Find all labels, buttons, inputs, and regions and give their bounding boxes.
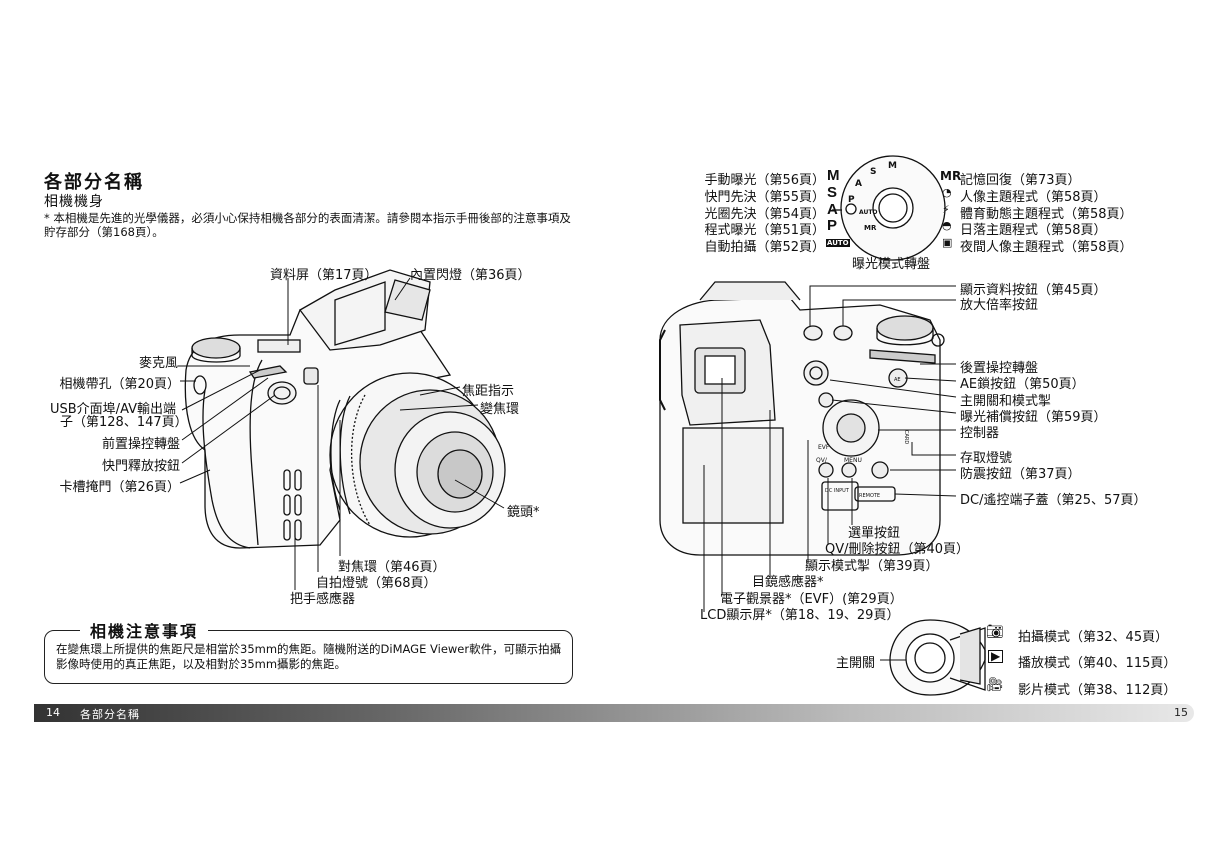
mode-shutter-letter: S: [827, 184, 838, 201]
mr-icon: MR: [940, 169, 962, 183]
label-usb-line1: USB介面埠/AV輸出端: [50, 402, 177, 417]
label-anti-shake: 防震按鈕（第37頁）: [960, 467, 1081, 482]
label-card-door: 卡槽掩門（第26頁）: [59, 480, 180, 495]
dial-letter-p: P: [848, 195, 855, 205]
label-display-info: 顯示資料按鈕（第45頁）: [960, 283, 1107, 298]
caution-title: 相機注意事項: [80, 618, 209, 642]
label-ae-lock: AE鎖按鈕（第50頁）: [960, 377, 1085, 392]
label-magnify: 放大倍率按鈕: [960, 298, 1039, 313]
footer-bar: [34, 704, 1194, 722]
mode-dial-illustration: [832, 155, 946, 261]
dial-letter-auto: AUTO: [859, 209, 878, 216]
mode-portrait-label: 人像主題程式（第58頁）: [960, 190, 1107, 205]
dial-letter-a: A: [855, 179, 862, 189]
front-camera-illustration: [184, 269, 506, 549]
label-focus-ring: 對焦環（第46頁）: [338, 560, 446, 575]
sunset-icon: ◓: [942, 219, 952, 232]
label-exposure-comp: 曝光補償按鈕（第59頁）: [960, 410, 1107, 425]
mode-aperture-letter: A: [827, 201, 838, 218]
section-title: 各部分名稱: [44, 172, 144, 193]
label-front-dial: 前置操控轉盤: [101, 437, 180, 452]
label-flash: 內置閃燈（第36頁）: [410, 268, 531, 283]
label-focal-index: 焦距指示: [462, 384, 515, 399]
label-self-timer-lamp: 自拍燈號（第68頁）: [316, 576, 437, 591]
label-main-switch: 主開關: [836, 656, 876, 671]
dc-input-marking: DC INPUT: [825, 488, 850, 494]
play-icon: ▶: [988, 650, 1004, 663]
page-number-left: 14: [46, 706, 60, 719]
cleaning-note: * 本相機是先進的光學儀器，必須小心保持相機各部分的表面清潔。請參閱本指示手冊後…: [44, 211, 571, 239]
caution-text: 在變焦環上所提供的焦距尺是相當於35mm的焦距。隨機附送的DiMAGE View…: [56, 642, 562, 671]
page-number-right: 15: [1174, 706, 1188, 719]
mode-record-label: 拍攝模式（第32、45頁）: [1018, 630, 1169, 645]
label-zoom-ring: 變焦環: [480, 402, 520, 417]
mode-auto-label: 自動拍攝（第52頁）: [704, 240, 825, 255]
mode-dial-caption: 曝光模式轉盤: [852, 257, 931, 272]
dial-letter-m: M: [888, 161, 897, 171]
mode-memory-label: 記憶回復（第73頁）: [960, 173, 1081, 188]
label-access-lamp: 存取燈號: [960, 451, 1013, 466]
label-lcd: LCD顯示屏*（第18、19、29頁）: [700, 608, 900, 623]
label-lens: 鏡頭*: [507, 505, 540, 520]
mode-manual-letter: M: [827, 167, 840, 184]
footer-section-title: 各部分名稱: [80, 708, 140, 721]
mode-program-label: 程式曝光（第51頁）: [704, 223, 825, 238]
label-microphone: 麥克風: [138, 356, 178, 371]
label-dc-remote: DC/遙控端子蓋（第25、57頁）: [960, 493, 1147, 508]
label-usb-line2: 子（第128、147頁）: [60, 415, 188, 430]
mode-auto-letter: AUTO: [826, 239, 850, 247]
sub-title: 相機機身: [44, 194, 104, 210]
caution-box: [44, 630, 573, 684]
label-rear-dial: 後置操控轉盤: [960, 361, 1039, 376]
main-switch-illustration: [880, 619, 986, 696]
card-marking: CARD: [903, 430, 909, 444]
qv-marking: QV/: [816, 457, 828, 464]
menu-marking: MENU: [844, 457, 862, 464]
label-main-switch-mode: 主開關和模式掣: [960, 394, 1052, 409]
dial-letter-mr: MR: [864, 224, 877, 232]
portrait-icon: ◔: [942, 186, 952, 199]
night-portrait-icon: ▣: [942, 236, 953, 249]
ae-marking: AE: [894, 377, 901, 383]
mode-sports-label: 體育動態主題程式（第58頁）: [960, 207, 1133, 222]
label-qv-delete: QV/刪除按鈕（第40頁）: [825, 542, 970, 557]
dial-letter-s: S: [870, 167, 876, 177]
label-eye-sensor: 目鏡感應器*: [752, 575, 824, 590]
label-shutter: 快門釋放按鈕: [101, 459, 180, 474]
back-camera-illustration: [659, 281, 945, 556]
mode-shutter-label: 快門先決（第55頁）: [704, 190, 825, 205]
mode-playback-label: 播放模式（第40、115頁）: [1018, 656, 1177, 671]
mode-manual-label: 手動曝光（第56頁）: [704, 173, 825, 188]
mode-movie-label: 影片模式（第38、112頁）: [1018, 683, 1177, 698]
sports-icon: ⚡: [942, 203, 950, 216]
front-leader-lines: [178, 277, 505, 590]
label-grip-sensor: 把手感應器: [290, 592, 356, 607]
label-controller: 控制器: [960, 426, 1000, 441]
label-evf: 電子觀景器*（EVF）(第29頁）: [720, 592, 903, 607]
label-data-panel: 資料屏（第17頁）: [270, 268, 378, 283]
evf-marking: EVF: [818, 444, 830, 451]
remote-marking: REMOTE: [859, 493, 880, 499]
mode-sunset-label: 日落主題程式（第58頁）: [960, 223, 1107, 238]
movie-icon: 🎥︎: [986, 677, 1004, 693]
back-leader-lines: [703, 285, 957, 612]
label-display-mode: 顯示模式掣（第39頁）: [805, 559, 939, 574]
mode-aperture-label: 光圈先決（第54頁）: [704, 207, 825, 222]
label-strap-eyelet: 相機帶孔（第20頁）: [59, 377, 180, 392]
camera-icon: 📷︎: [986, 624, 1004, 640]
label-menu-button: 選單按鈕: [848, 526, 901, 541]
mode-program-letter: P: [827, 217, 838, 234]
mode-night-portrait-label: 夜間人像主題程式（第58頁）: [960, 240, 1133, 255]
